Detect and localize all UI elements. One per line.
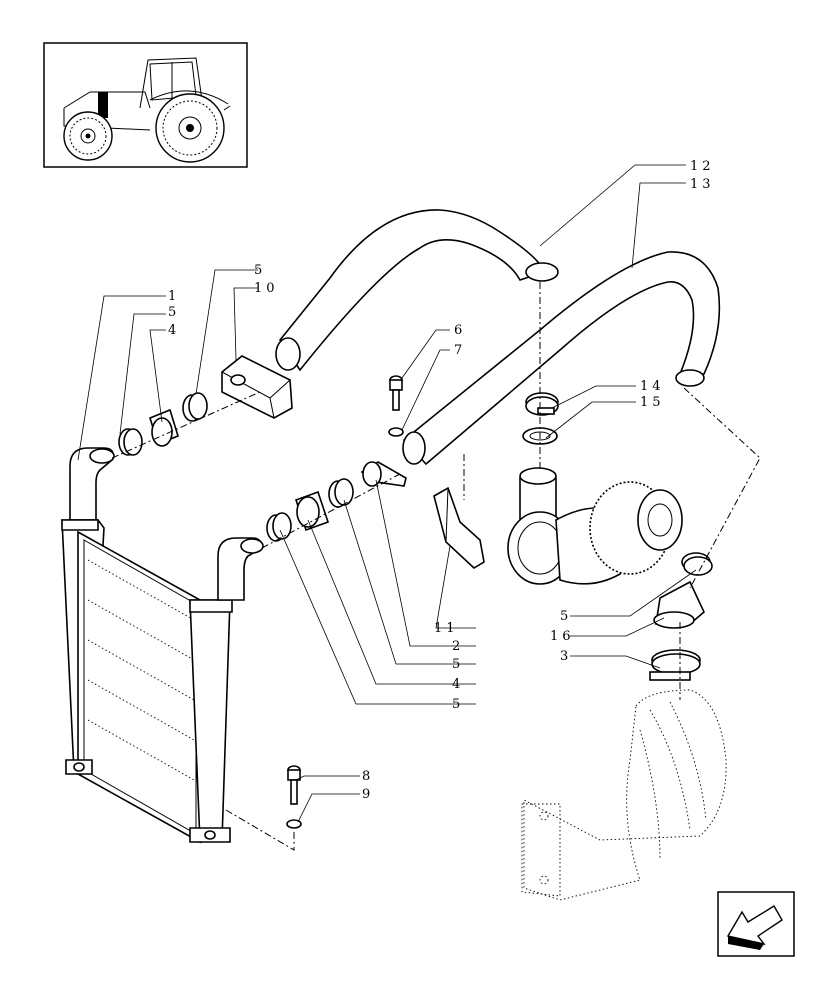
- bolt-6-washer-7: [388, 375, 404, 437]
- callout-5: 5: [254, 263, 266, 278]
- bracket-11: [433, 486, 485, 569]
- centre-clamp-sleeve-group: [266, 461, 407, 542]
- callout-16: 16: [550, 629, 575, 644]
- callout-4: 4: [168, 323, 180, 338]
- callout-6: 6: [454, 323, 466, 338]
- callout-2: 2: [452, 639, 464, 654]
- next-page-arrow-icon[interactable]: [717, 891, 795, 957]
- callout-3: 3: [560, 649, 572, 664]
- callout-5: 5: [452, 657, 464, 672]
- callout-8: 8: [362, 769, 374, 784]
- callout-10: 10: [254, 281, 279, 296]
- bracket-10: [221, 355, 293, 419]
- tractor-thumbnail-icon: [43, 42, 248, 168]
- upper-hose-12: [275, 209, 559, 372]
- callout-5: 5: [560, 609, 572, 624]
- callout-9: 9: [362, 787, 374, 802]
- left-clamp-sleeve-group: [118, 392, 208, 456]
- callout-11: 11: [434, 621, 459, 636]
- turbocharger: [507, 467, 683, 585]
- callout-4: 4: [452, 677, 464, 692]
- callout-1: 1: [168, 289, 180, 304]
- leader-lines: [77, 164, 697, 823]
- callout-7: 7: [454, 343, 466, 358]
- callout-5: 5: [452, 697, 464, 712]
- assembly-centerlines: [111, 282, 761, 851]
- lower-hose-13: [402, 251, 721, 466]
- callout-5: 5: [168, 305, 180, 320]
- clamp-14-ring-15: [522, 392, 559, 445]
- exhaust-manifold: [521, 689, 727, 901]
- elbow-hose-16-clamps: [649, 552, 713, 681]
- callout-14: 14: [640, 379, 665, 394]
- callout-13: 13: [690, 177, 715, 192]
- intercooler-core: [61, 447, 264, 844]
- callout-12: 12: [690, 159, 715, 174]
- callout-15: 15: [640, 395, 665, 410]
- bolt-8-washer-9: [286, 765, 302, 829]
- callout-labels: 12 13 5 10 1 5 4 6 7 14 15 11 2 5 4 5 5 …: [168, 159, 715, 802]
